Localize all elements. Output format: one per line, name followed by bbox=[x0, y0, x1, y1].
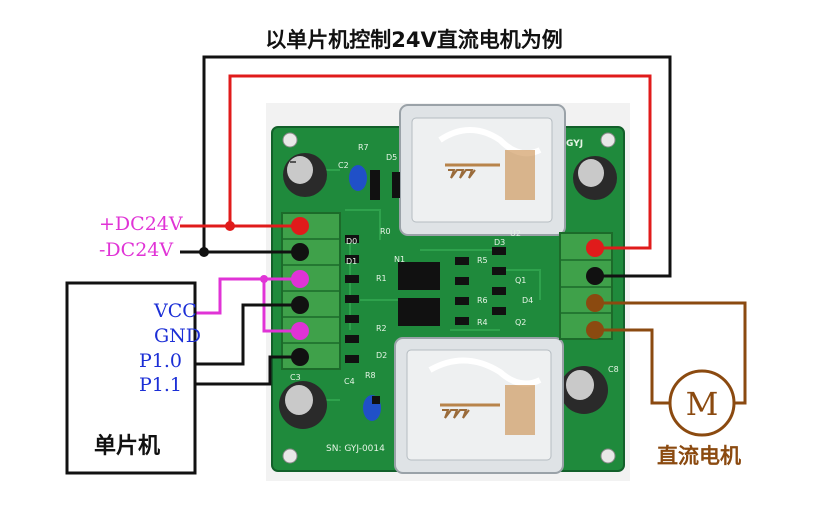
terminal-in2 bbox=[291, 348, 309, 366]
silk-r7: R7 bbox=[358, 143, 369, 152]
optocoupler-n2 bbox=[398, 298, 440, 326]
silk-d1: D1 bbox=[346, 257, 357, 266]
silk-c8: C8 bbox=[608, 365, 619, 374]
silk-n1: N1 bbox=[394, 255, 405, 264]
junction-negative bbox=[199, 247, 209, 257]
mcu-pin-p11: P1.1 bbox=[139, 374, 183, 396]
terminal-positive-out bbox=[586, 239, 604, 257]
board-brand: GYJ bbox=[566, 139, 583, 149]
mcu-pin-p10: P1.0 bbox=[139, 350, 183, 372]
capacitor-c3 bbox=[279, 381, 327, 429]
smd-components bbox=[345, 170, 506, 404]
silk-c4: C4 bbox=[344, 377, 355, 386]
mcu-name: 单片机 bbox=[94, 434, 161, 459]
mcu-pin-vcc: VCC bbox=[154, 300, 197, 322]
motor-name: 直流电机 bbox=[657, 444, 741, 468]
terminal-motor-a bbox=[586, 294, 604, 312]
silk-q1: Q1 bbox=[515, 276, 526, 285]
optocoupler-n1 bbox=[398, 262, 440, 290]
junction-positive bbox=[225, 221, 235, 231]
wire-p10 bbox=[195, 303, 300, 366]
silk-q2: Q2 bbox=[515, 318, 526, 327]
capacitor-c8 bbox=[560, 366, 608, 414]
motor-m-symbol: M bbox=[686, 385, 719, 423]
silk-r6: R6 bbox=[477, 296, 488, 305]
silk-c3: C3 bbox=[290, 373, 301, 382]
silk-r4: R4 bbox=[477, 318, 488, 327]
capacitor-c1 bbox=[283, 153, 327, 197]
silk-r5: R5 bbox=[477, 256, 488, 265]
silk-r0: R0 bbox=[380, 227, 391, 236]
wire-motor-a bbox=[595, 301, 747, 405]
silk-r2: R2 bbox=[376, 324, 387, 333]
left-terminal-block bbox=[281, 212, 341, 370]
capacitor-c6 bbox=[573, 156, 617, 200]
relay-top bbox=[399, 104, 566, 236]
terminal-in1 bbox=[291, 296, 309, 314]
silk-d5: D5 bbox=[386, 153, 397, 162]
right-terminal-block bbox=[559, 232, 613, 340]
wire-positive-24v bbox=[180, 74, 652, 250]
motor-circle bbox=[668, 369, 736, 437]
terminal-negative-out bbox=[586, 267, 604, 285]
terminal-negative-in bbox=[291, 243, 309, 261]
mcu-box bbox=[65, 281, 197, 475]
terminal-vcc-2 bbox=[291, 322, 309, 340]
label-negative-24v: -DC24V bbox=[99, 239, 174, 261]
silk-d0: D0 bbox=[346, 237, 357, 246]
silk-r1: R1 bbox=[376, 274, 387, 283]
label-positive-24v: +DC24V bbox=[99, 213, 183, 235]
junction-vcc bbox=[260, 275, 268, 283]
motor-symbol: M bbox=[668, 369, 736, 437]
wire-motor-b bbox=[595, 328, 670, 405]
wire-p11 bbox=[195, 355, 300, 386]
silk-c2: C2 bbox=[338, 161, 349, 170]
diagram-title: 以单片机控制24V直流电机为例 bbox=[265, 28, 563, 52]
silk-d3: D3 bbox=[494, 238, 505, 247]
silk-r8: R8 bbox=[365, 371, 376, 380]
board-serial: SN: GYJ-0014 bbox=[326, 444, 385, 454]
silk-d2: D2 bbox=[376, 351, 387, 360]
terminal-motor-b bbox=[586, 321, 604, 339]
silk-u2: U2 bbox=[510, 229, 521, 238]
silkscreen-labels: R7 C2 D5 R0 D0 D1 R1 N1 R5 D3 R6 D4 Q1 Q… bbox=[290, 139, 619, 454]
terminal-vcc-1 bbox=[291, 270, 309, 288]
ceramic-cap-c2 bbox=[349, 165, 367, 191]
relay-bottom bbox=[394, 337, 564, 474]
silk-d4: D4 bbox=[522, 296, 533, 305]
mcu-pin-gnd: GND bbox=[154, 325, 202, 347]
terminal-positive-in bbox=[291, 217, 309, 235]
